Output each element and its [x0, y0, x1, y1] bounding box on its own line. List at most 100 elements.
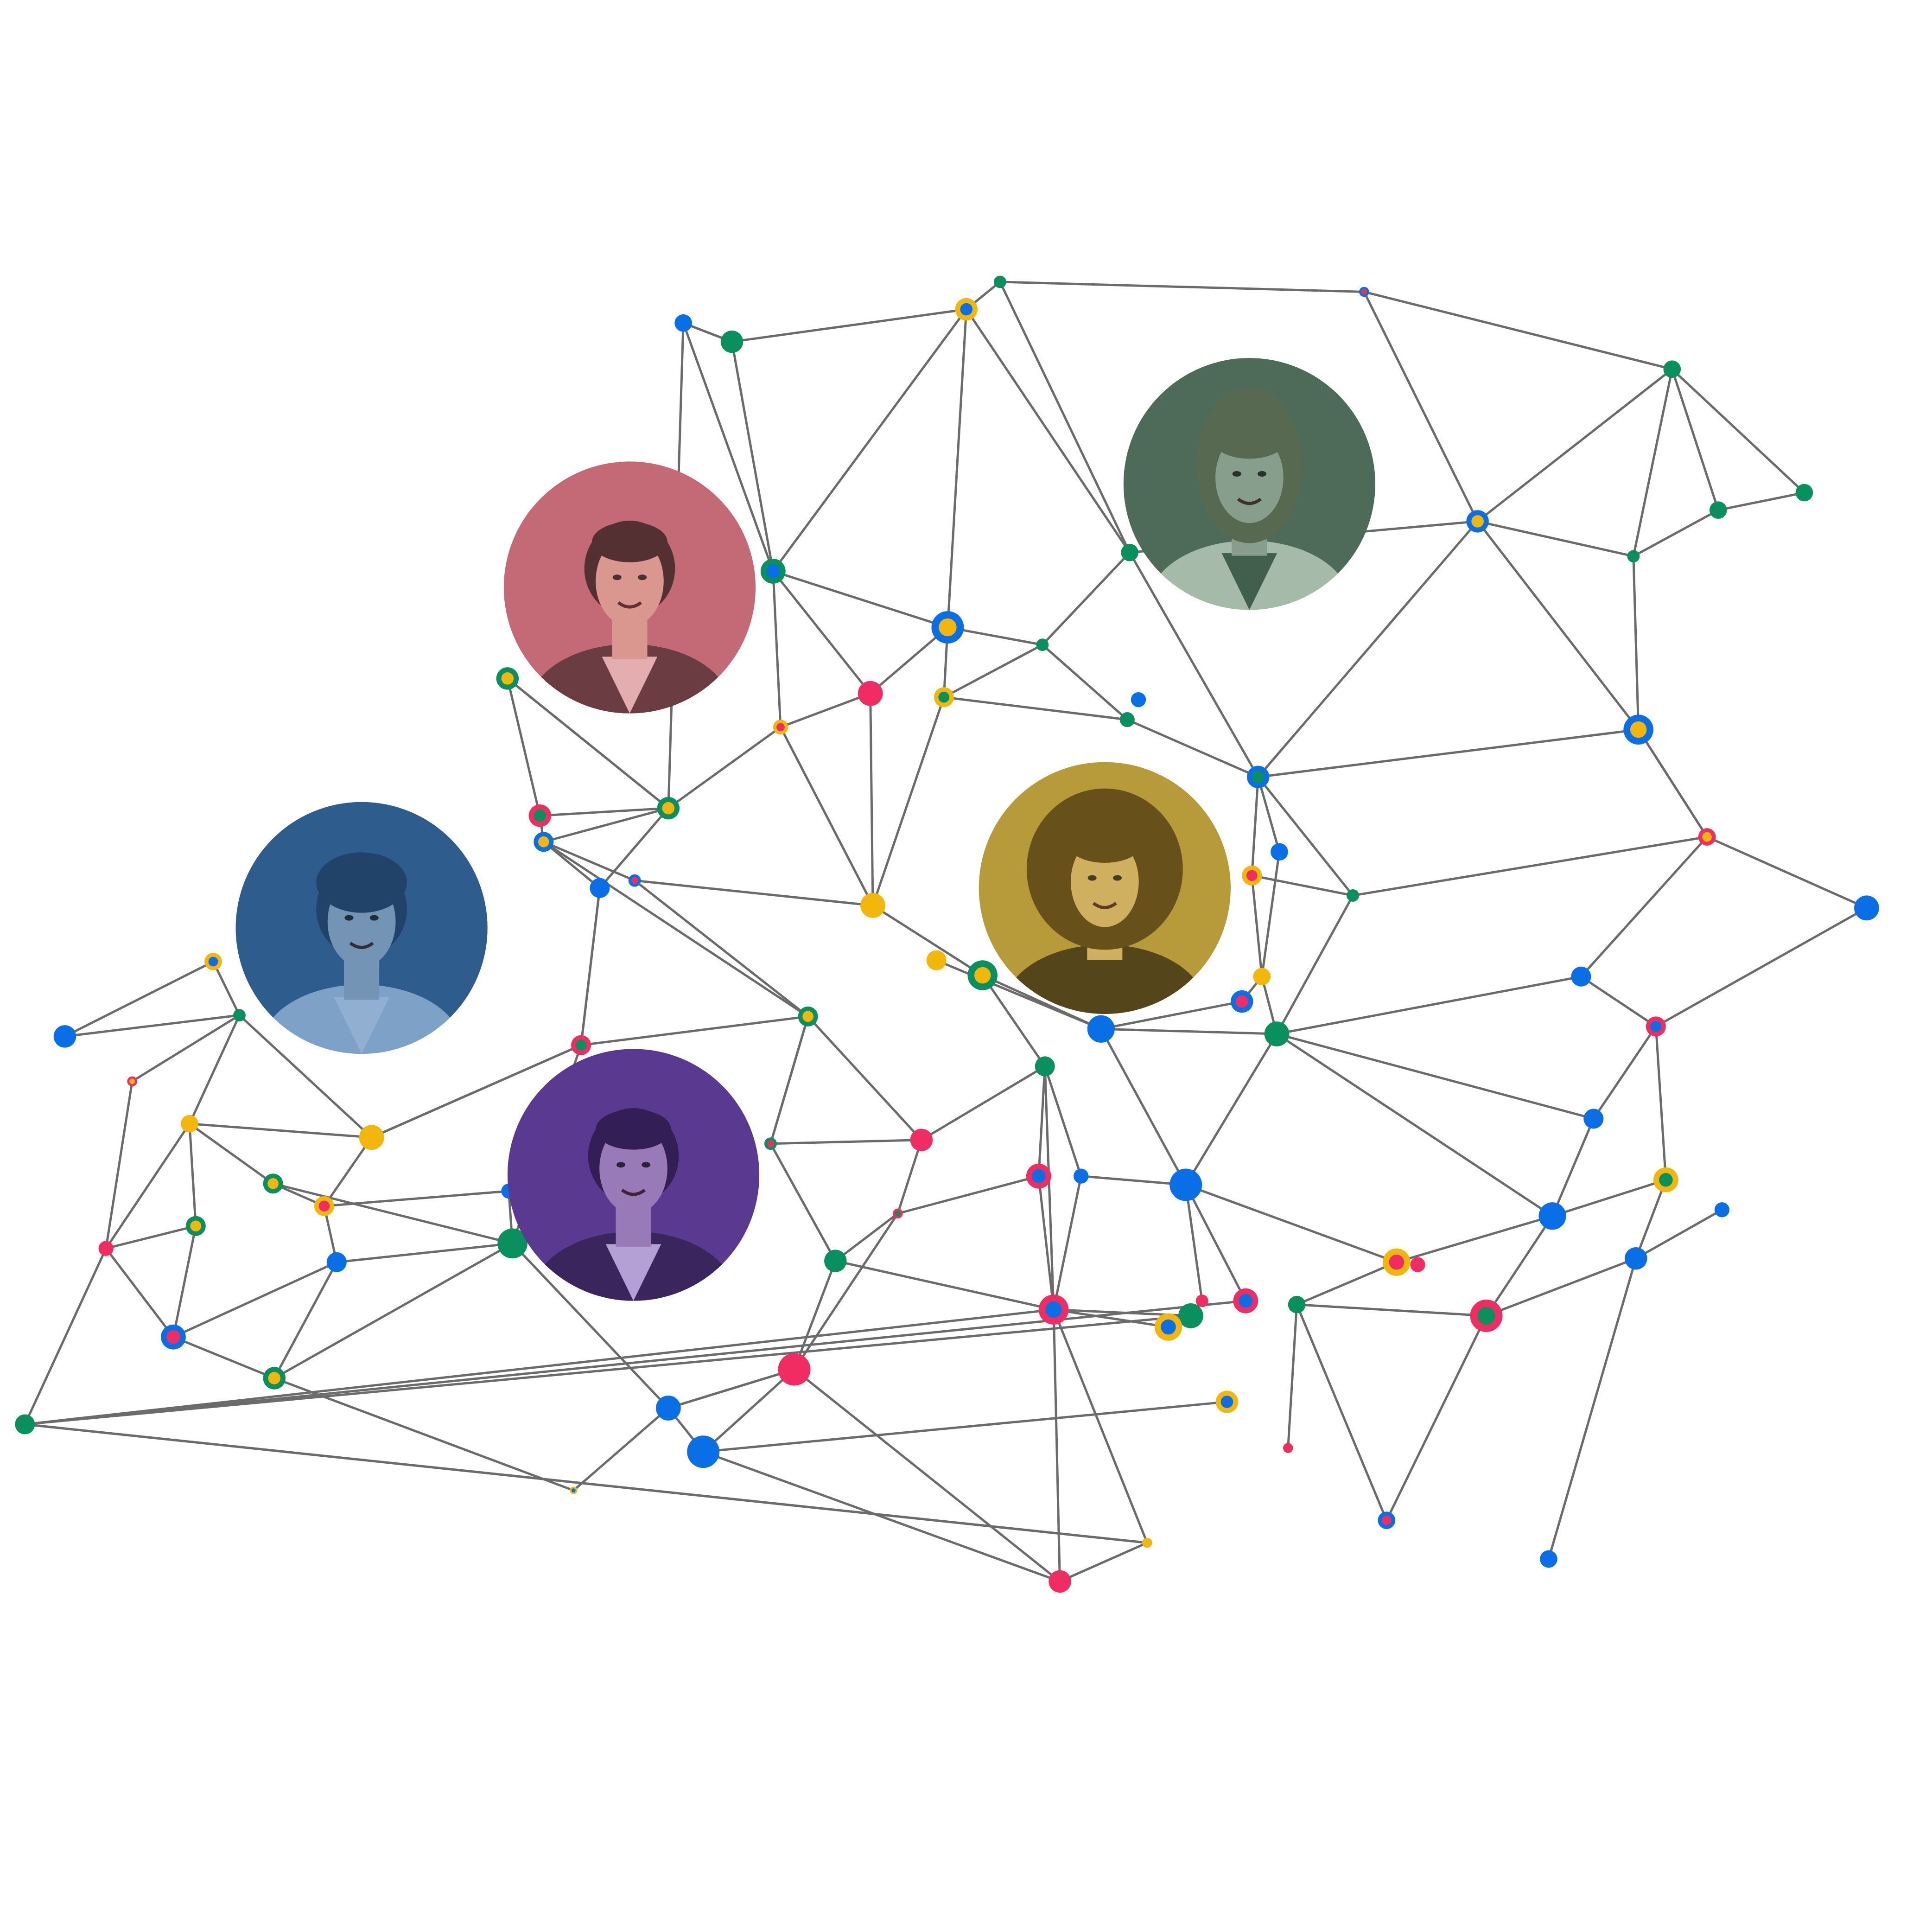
avatar-hair-top — [1211, 418, 1287, 459]
network-edge — [1037, 1176, 1055, 1310]
node-circle — [1087, 1015, 1115, 1043]
avatar-man-red-tint — [503, 461, 756, 714]
network-edge — [871, 696, 945, 906]
network-node — [860, 893, 885, 918]
node-core — [501, 672, 514, 685]
network-edge — [1634, 1179, 1667, 1259]
avatar-hair-top — [596, 1109, 672, 1150]
network-edge — [1477, 368, 1673, 523]
network-node — [1142, 1537, 1152, 1548]
avatar-eye — [344, 915, 354, 921]
node-circle — [359, 1125, 384, 1150]
network-edge — [172, 1336, 275, 1379]
network-node — [720, 330, 744, 353]
network-edge — [1260, 851, 1281, 977]
node-circle — [1540, 1550, 1557, 1568]
network-edge — [1258, 728, 1639, 778]
node-core — [802, 1011, 813, 1022]
node-circle — [1347, 889, 1360, 902]
node-core — [895, 1211, 901, 1217]
node-core — [974, 967, 991, 984]
network-node — [1231, 990, 1253, 1013]
network-node — [53, 1025, 76, 1048]
node-circle — [778, 1353, 811, 1386]
network-edge — [981, 975, 1046, 1067]
network-node — [1540, 1550, 1557, 1568]
node-circle — [1253, 968, 1271, 986]
network-edge — [1632, 556, 1640, 730]
node-circle — [1178, 1303, 1203, 1328]
network-node — [1795, 484, 1813, 502]
network-edge — [1126, 718, 1259, 778]
node-core — [534, 809, 547, 822]
network-edge — [772, 308, 967, 572]
node-circle — [1169, 1168, 1202, 1201]
avatar-mouth — [1237, 497, 1262, 505]
network-node — [15, 1414, 35, 1435]
network-edge — [896, 1139, 923, 1214]
network-edge — [1257, 520, 1479, 778]
network-node — [1169, 1168, 1202, 1201]
network-edge — [779, 727, 874, 906]
network-node — [263, 1367, 286, 1390]
node-circle — [993, 275, 1006, 288]
node-circle — [53, 1025, 76, 1048]
node-core — [766, 564, 780, 578]
network-node — [1215, 1390, 1239, 1413]
network-edge — [189, 1122, 274, 1185]
network-edge — [1580, 976, 1657, 1027]
node-circle — [1709, 501, 1727, 519]
network-node — [993, 275, 1006, 288]
network-edge — [188, 1123, 197, 1226]
node-circle — [233, 1009, 246, 1022]
network-edge — [189, 1122, 372, 1139]
network-edge — [999, 281, 1131, 553]
network-edge — [1257, 777, 1281, 852]
network-edge — [572, 1407, 669, 1492]
node-circle — [1074, 1168, 1089, 1184]
network-edge — [1637, 729, 1708, 838]
network-edge — [511, 1243, 669, 1409]
node-circle — [824, 1250, 847, 1272]
network-edge — [1100, 1000, 1242, 1030]
network-edge — [105, 1248, 174, 1338]
network-node — [1410, 1257, 1425, 1272]
node-circle — [860, 893, 885, 918]
node-circle — [910, 1129, 933, 1151]
network-edge — [1655, 907, 1868, 1028]
node-core — [1702, 832, 1712, 842]
network-edge — [872, 904, 984, 976]
network-edge — [1551, 1118, 1595, 1217]
network-edge — [172, 1261, 337, 1338]
avatar-tint-overlay — [1123, 358, 1376, 610]
network-nodes — [15, 275, 1879, 1593]
avatar-hair-top — [1067, 823, 1143, 863]
network-edge — [1718, 491, 1805, 511]
network-edge — [731, 341, 775, 572]
network-node — [496, 667, 519, 690]
avatar-collar — [605, 1244, 661, 1301]
node-circle — [1142, 1537, 1152, 1548]
node-core — [129, 1078, 135, 1084]
network-node — [161, 1324, 186, 1350]
node-core — [960, 303, 973, 316]
network-node — [687, 1435, 720, 1468]
network-node — [858, 681, 883, 706]
network-node — [1709, 501, 1727, 519]
node-circle — [1119, 712, 1135, 727]
node-core — [1161, 1319, 1176, 1335]
node-circle — [1714, 1202, 1730, 1218]
network-edge — [1052, 1309, 1061, 1581]
node-core — [1252, 771, 1265, 784]
network-edge — [1251, 875, 1263, 977]
network-edge — [921, 1065, 1046, 1141]
network-node — [1854, 895, 1879, 921]
network-edge — [324, 1190, 509, 1207]
avatar-eye — [642, 1162, 651, 1168]
avatar-eye — [616, 1162, 625, 1168]
network-edge — [1486, 1257, 1637, 1317]
node-circle — [1795, 484, 1813, 502]
network-edge — [668, 1368, 795, 1409]
network-edge — [1287, 1304, 1298, 1448]
network-edge — [731, 308, 967, 343]
